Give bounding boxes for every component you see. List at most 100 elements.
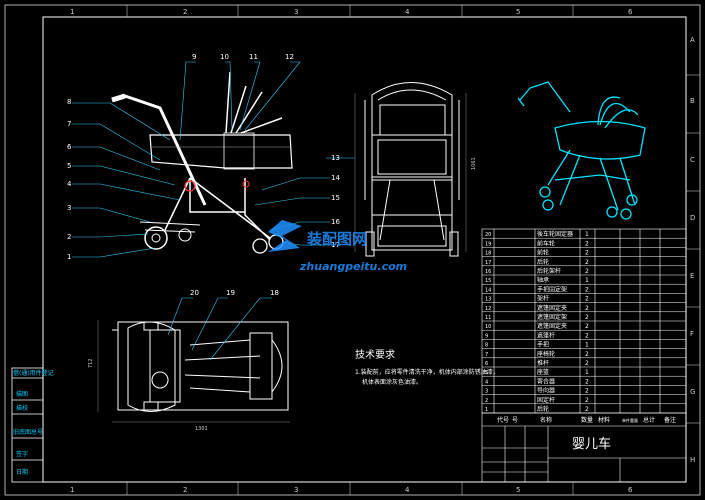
callout-19: 19 <box>226 289 235 297</box>
left-label-2: 描校 <box>16 404 28 412</box>
parts-cell-name: 寄合器 <box>537 377 555 385</box>
parts-cell-qty: 2 <box>585 388 589 395</box>
parts-cell-qty: 2 <box>585 332 589 339</box>
parts-cell-no: 6 <box>485 361 488 367</box>
plan-dims <box>97 320 290 423</box>
plan-callout-labels: 20 19 18 <box>190 289 279 297</box>
header-code: 号 <box>512 417 518 424</box>
header-name: 名称 <box>540 416 552 424</box>
parts-cell-no: 8 <box>485 343 488 349</box>
parts-cell-name: 遮篷固定夹 <box>537 322 567 330</box>
callout-11: 11 <box>249 53 258 61</box>
watermark-url: zhuangpeitu.com <box>299 260 407 273</box>
header-weight: 单件重量 <box>622 417 638 423</box>
left-label-4: 签字 <box>16 450 28 458</box>
parts-cell-qty: 2 <box>585 296 589 303</box>
parts-cell-no: 19 <box>485 241 491 247</box>
parts-cell-qty: 2 <box>585 286 589 293</box>
parts-cell-qty: 2 <box>585 305 589 312</box>
callout-12: 12 <box>285 53 294 61</box>
zone-side-h: H <box>690 456 695 464</box>
parts-cell-no: 10 <box>485 324 491 330</box>
left-label-0: 借(通)用件登记 <box>13 369 54 377</box>
callout-15: 15 <box>331 194 340 202</box>
zone-labels: 1 2 3 4 5 6 1 2 3 4 5 6 A B C D E F G H <box>70 8 695 494</box>
callout-18: 18 <box>270 289 279 297</box>
parts-cell-qty: 2 <box>585 250 589 257</box>
callout-10: 10 <box>220 53 229 61</box>
parts-cell-no: 13 <box>485 297 491 303</box>
header-material: 材料 <box>598 416 610 424</box>
title-block-grid <box>481 412 687 483</box>
parts-cell-qty: 1 <box>585 231 589 238</box>
parts-cell-name: 手把 <box>537 341 549 349</box>
callout-14: 14 <box>331 174 340 182</box>
zone-bottom-2: 2 <box>183 486 187 494</box>
parts-cell-name: 座篮 <box>537 368 549 376</box>
side-callout-labels: 8 7 6 5 4 3 2 1 9 10 11 12 13 14 15 16 1… <box>67 53 340 261</box>
zone-bottom-6: 6 <box>628 486 633 494</box>
parts-cell-name: 推杆 <box>537 359 549 367</box>
parts-table-row: 3 导向器 2 <box>485 387 589 395</box>
zone-side-a: A <box>690 36 695 44</box>
parts-cell-no: 4 <box>485 379 488 385</box>
parts-cell-qty: 2 <box>585 259 589 266</box>
parts-cell-name: 前轮 <box>537 249 549 257</box>
zone-top-3: 3 <box>294 8 298 16</box>
zone-side-c: C <box>690 156 695 164</box>
parts-table-row: 10 遮篷固定夹 2 <box>485 322 589 330</box>
parts-cell-qty: 2 <box>585 323 589 330</box>
isometric-view <box>517 81 646 220</box>
callout-2: 2 <box>67 233 71 241</box>
parts-cell-no: 11 <box>485 315 491 321</box>
zone-bottom-4: 4 <box>405 486 410 494</box>
zone-top-5: 5 <box>516 8 520 16</box>
outer-frame <box>4 4 701 496</box>
parts-cell-no: 2 <box>485 398 488 404</box>
header-no: 代号 <box>497 416 509 424</box>
zone-bottom-3: 3 <box>294 486 298 494</box>
parts-cell-no: 3 <box>485 389 488 395</box>
front-view <box>354 82 467 257</box>
callout-4: 4 <box>67 180 72 188</box>
parts-cell-name: 轴承 <box>537 276 549 284</box>
zone-side-d: D <box>690 214 695 222</box>
parts-cell-qty: 2 <box>585 397 589 404</box>
parts-cell-no: 17 <box>485 260 491 266</box>
left-label-3: 旧底图总号 <box>13 428 43 436</box>
zone-side-e: E <box>690 272 694 280</box>
zone-top-6: 6 <box>628 8 633 16</box>
zone-bottom-1: 1 <box>70 486 74 494</box>
left-label-text: 借(通)用件登记 描图 描校 旧底图总号 签字 日期 <box>13 369 54 476</box>
watermark-logo-icon <box>268 220 302 252</box>
plan-leaders <box>167 297 272 361</box>
parts-cell-name: 架杆 <box>537 295 549 303</box>
header-total: 总计 <box>643 416 655 424</box>
inner-frame <box>42 16 687 483</box>
header-qty: 数量 <box>581 416 593 424</box>
watermark-cn: 装配图网 <box>306 230 367 248</box>
zone-side-b: B <box>690 97 695 105</box>
watermark: 装配图网 zhuangpeitu.com <box>268 220 407 273</box>
parts-cell-qty: 2 <box>585 240 589 247</box>
parts-cell-name: 导向器 <box>537 387 555 395</box>
left-label-boxes <box>11 367 44 483</box>
callout-17: 17 <box>331 241 340 249</box>
tech-line-2: 机体表面涂灰色油漆。 <box>362 378 422 386</box>
